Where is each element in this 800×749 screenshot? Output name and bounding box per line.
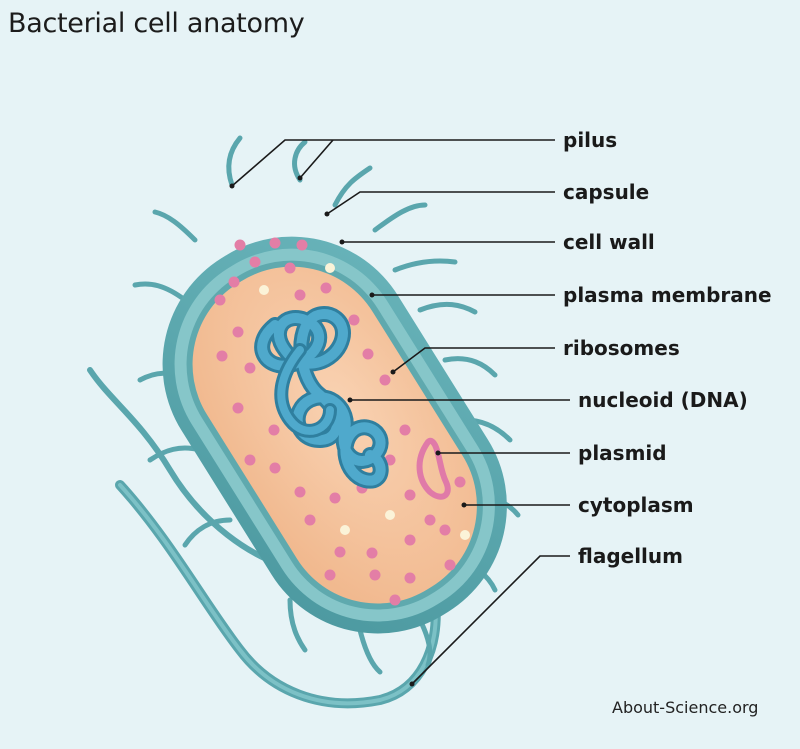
label-cytoplasm: cytoplasm (578, 493, 694, 517)
ribosome-dot (404, 489, 416, 501)
ribosome-dot (366, 547, 378, 559)
credit-text: About-Science.org (612, 698, 759, 717)
ribosome-dot (320, 282, 332, 294)
ribosome-dot (404, 534, 416, 546)
ribosome-dot (244, 454, 256, 466)
ribosome-dot (369, 569, 381, 581)
ribosome-dot (334, 546, 346, 558)
ribosome-dot (389, 594, 401, 606)
label-plasma-membrane: plasma membrane (563, 283, 772, 307)
ribosome-dot (329, 492, 341, 504)
label-flagellum: flagellum (578, 544, 683, 568)
label-ribosomes: ribosomes (563, 336, 680, 360)
ribosomes (214, 237, 470, 606)
granule-dot (385, 510, 395, 520)
ribosome-dot (232, 402, 244, 414)
ribosome-dot (444, 559, 456, 571)
ribosome-dot (232, 326, 244, 338)
granule-dot (460, 530, 470, 540)
ribosome-dot (249, 256, 261, 268)
granule-dot (325, 263, 335, 273)
label-plasmid: plasmid (578, 441, 667, 465)
leader-lines (231, 139, 570, 685)
pili (132, 135, 521, 675)
label-capsule: capsule (563, 180, 649, 204)
ribosome-dot (269, 462, 281, 474)
ribosome-dot (214, 294, 226, 306)
ribosome-dot (296, 239, 308, 251)
granule-dot (259, 285, 269, 295)
page-title: Bacterial cell anatomy (8, 8, 305, 39)
ribosome-dot (304, 514, 316, 526)
ribosome-dot (379, 374, 391, 386)
ribosome-dot (234, 239, 246, 251)
leader-dots (229, 175, 467, 687)
ribosome-dot (244, 362, 256, 374)
ribosome-dot (424, 514, 436, 526)
label-nucleoid: nucleoid (DNA) (578, 388, 748, 412)
ribosome-dot (324, 569, 336, 581)
ribosome-dot (228, 276, 240, 288)
granule-dot (340, 525, 350, 535)
nucleoid-dna (254, 306, 389, 489)
ribosome-dot (216, 350, 228, 362)
ribosome-dot (362, 348, 374, 360)
ribosome-dot (454, 476, 466, 488)
ribosome-dot (268, 424, 280, 436)
ribosome-dot (348, 314, 360, 326)
label-pilus: pilus (563, 128, 617, 152)
ribosome-dot (399, 424, 411, 436)
flagellum (87, 367, 441, 709)
ribosome-dot (269, 237, 281, 249)
ribosome-dot (284, 262, 296, 274)
ribosome-dot (439, 524, 451, 536)
plasmid (416, 437, 451, 500)
ribosome-dot (294, 486, 306, 498)
label-cell-wall: cell wall (563, 230, 655, 254)
ribosome-dot (294, 289, 306, 301)
ribosome-dot (404, 572, 416, 584)
